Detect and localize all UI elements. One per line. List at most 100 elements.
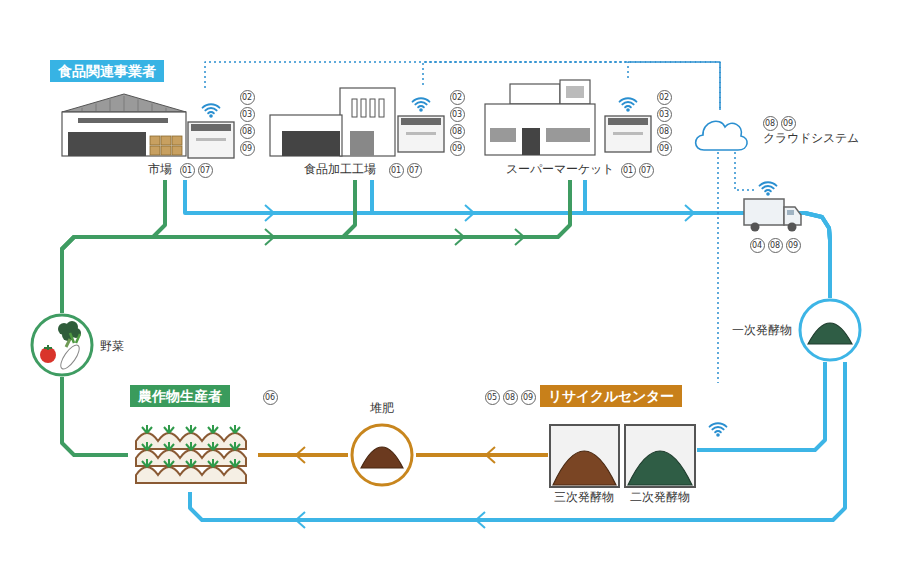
factory-tower [340, 88, 395, 156]
machine-slot [613, 132, 643, 135]
heading-badge: リサイクルセンター [540, 385, 682, 407]
compost-circle [352, 425, 412, 485]
soil-row [136, 450, 246, 466]
factory-door [350, 131, 374, 156]
daikon [57, 342, 82, 371]
callout-number: 09 [786, 238, 801, 253]
flow-chevron [296, 512, 305, 528]
ferment-circle [800, 300, 860, 360]
callout-number: 02 [657, 90, 672, 105]
callout-number: 02 [240, 90, 255, 105]
machine-top [608, 118, 648, 125]
node-label: 三次発酵物 [554, 489, 614, 505]
callout-number: 03 [240, 107, 255, 122]
flow-line [585, 180, 830, 298]
green-mound [628, 451, 692, 485]
truck-cab [784, 207, 801, 225]
ferment-bin: 二次発酵物 [623, 423, 697, 505]
wifi-arc [765, 190, 771, 191]
factory-vent [370, 99, 375, 117]
tomato-leaf [44, 345, 52, 350]
truck [744, 199, 801, 232]
wifi-dot [716, 433, 720, 437]
wifi-arc [415, 102, 426, 104]
produce-circle: 野菜 [30, 313, 140, 377]
wifi-arc [418, 106, 424, 107]
flow-line [62, 180, 570, 313]
soil-row [136, 467, 246, 483]
daikon-leaf [70, 333, 80, 343]
callout-number: 01 [180, 163, 195, 178]
roof-stripe [82, 108, 83, 112]
wifi-arc [413, 98, 430, 101]
warehouse-wall [62, 112, 186, 156]
flow-line [416, 453, 548, 457]
node-label: スーパーマーケット [506, 161, 614, 177]
node-label: クラウドシステム [763, 130, 859, 146]
truck-cargo [744, 199, 784, 225]
node-label: 食品加工工場 [304, 161, 376, 177]
vegetable-circle [32, 315, 92, 375]
sprout [208, 459, 218, 467]
machine-body [188, 122, 234, 158]
callout-number: 02 [450, 90, 465, 105]
machine-slot [196, 138, 226, 141]
store-sign [560, 80, 590, 104]
wifi-arc [712, 427, 723, 429]
callout-number: 08 [503, 390, 518, 405]
store-window [546, 128, 590, 142]
truck-window [787, 210, 794, 215]
warehouse-door [68, 132, 146, 156]
roof-stripe [124, 96, 125, 112]
wifi-arc [710, 423, 727, 426]
wifi-arc [620, 98, 637, 101]
store-sign-panel [566, 86, 584, 98]
wifi-arc [622, 102, 633, 104]
roof-stripe [166, 108, 167, 112]
store-body [485, 104, 595, 155]
callout-number: 01 [621, 163, 636, 178]
flow-line [190, 362, 845, 520]
broccoli-stem [66, 339, 70, 347]
factory-hall [270, 115, 342, 156]
crate [150, 146, 160, 155]
flow-line [62, 180, 355, 313]
sprout [186, 442, 196, 450]
warehouse-window-band [78, 118, 168, 123]
factory-vent [352, 99, 357, 117]
flow-chevron [476, 512, 485, 528]
node-label: 市場 [148, 161, 172, 177]
callout-number: 08 [657, 124, 672, 139]
heading-badge: 農作物生産者 [130, 385, 230, 407]
callout-number: 09 [240, 141, 255, 156]
flow-chevron [455, 229, 464, 245]
callout-number: 03 [657, 107, 672, 122]
roof-stripe [110, 99, 111, 112]
flow-line [258, 453, 348, 457]
node-label: 一次発酵物 [732, 322, 792, 338]
group-region: 食品関連事業者市場食品加工工場スーパーマーケット [45, 55, 665, 185]
wifi-arc [762, 186, 773, 188]
sprout [164, 442, 174, 450]
flow-chevron [685, 205, 694, 221]
truck-wheel [788, 223, 797, 232]
wifi-dot [209, 114, 213, 118]
sprout [208, 425, 218, 433]
cloud-node: クラウドシステム [690, 110, 861, 152]
callout-number: 03 [450, 107, 465, 122]
store-door [522, 128, 540, 155]
callout-number: 07 [639, 163, 654, 178]
brown-mound [553, 451, 616, 485]
sprout [164, 425, 174, 433]
sprout [142, 442, 152, 450]
node-label: 堆肥 [370, 400, 394, 416]
wifi-arc [203, 104, 220, 107]
callout-number: 04 [750, 238, 765, 253]
crate [161, 146, 171, 155]
callout-number: 07 [198, 163, 213, 178]
sprout [164, 459, 174, 467]
crate [161, 136, 171, 145]
